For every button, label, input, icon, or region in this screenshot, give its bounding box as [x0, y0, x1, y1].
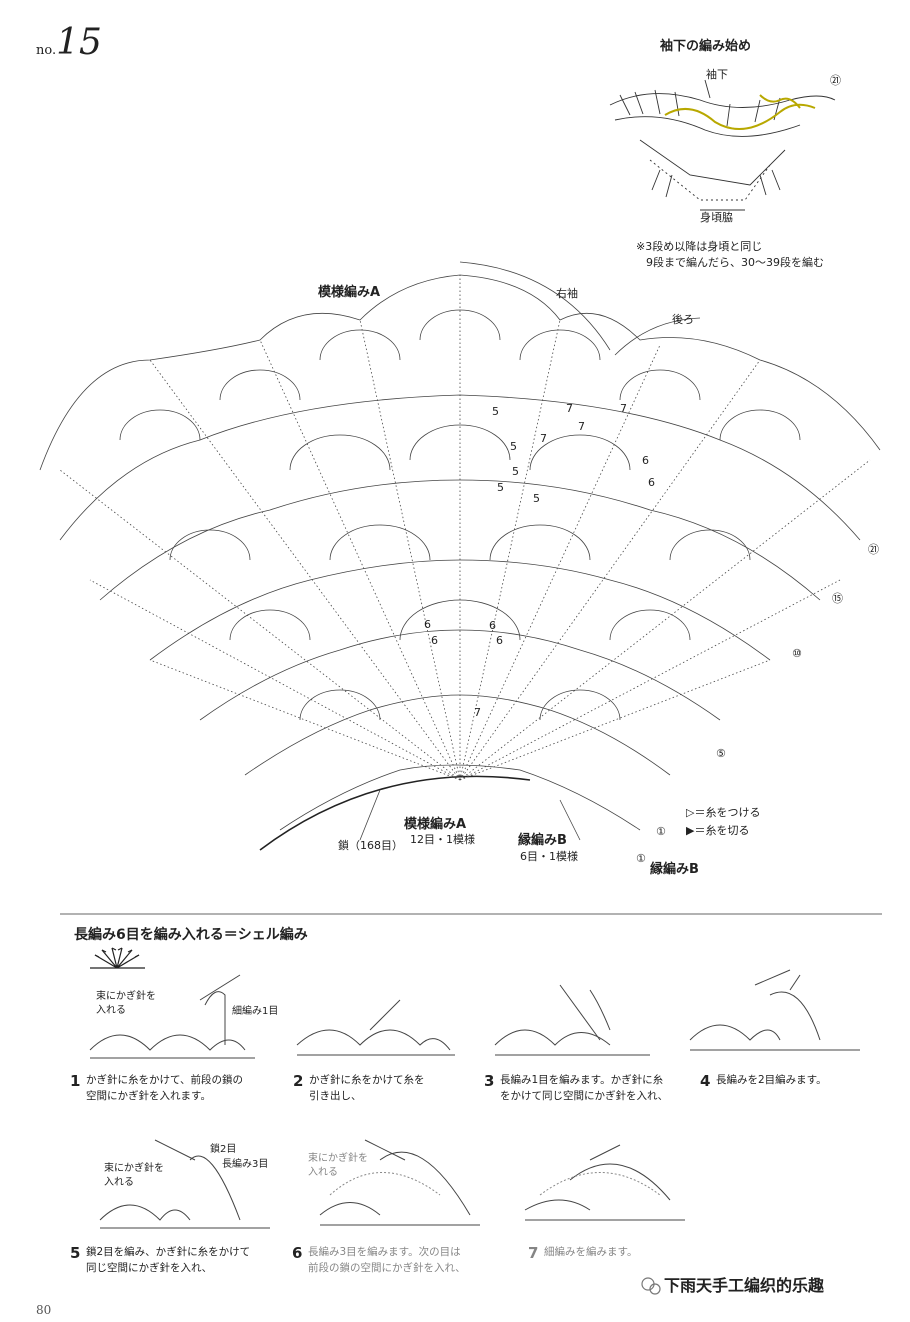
legend-cut-yarn: ▶＝糸を切る [686, 824, 750, 837]
step1-callout2: 細編み1目 [232, 1006, 279, 1017]
inset-note-line1: ※3段め以降は身頃と同じ [636, 240, 763, 253]
step7-text: 細編みを編みます。 [544, 1245, 637, 1261]
label-right-sleeve: 右袖 [556, 287, 578, 300]
main-fan-chart [39, 261, 881, 851]
step2-text: かぎ針に糸をかけて糸を 引き出し、 [309, 1073, 425, 1105]
step1-callout1: 束にかぎ針を 入れる [96, 990, 156, 1017]
step6-callout1: 束にかぎ針を 入れる [308, 1152, 368, 1179]
step1-callout1-line2: 入れる [96, 1004, 126, 1016]
inner-number: 6 [642, 454, 649, 467]
step5-callout3: 長編み3目 [222, 1159, 269, 1170]
inner-number: 5 [492, 405, 499, 418]
step5-callout1-line1: 束にかぎ針を [104, 1163, 164, 1174]
row-marker-1b: ① [636, 852, 646, 865]
step7-text-line1: 細編みを編みます。 [544, 1246, 638, 1258]
step6-text-line1: 長編み3目を編みます。次の目は [308, 1246, 461, 1258]
label-pattern-a-bottom: 模様編みA [404, 817, 467, 832]
step6-text-line2: 前段の鎖の空間にかぎ針を入れ、 [308, 1261, 466, 1274]
inner-number: 7 [474, 706, 481, 719]
step6-callout1-line2: 入れる [308, 1166, 338, 1178]
step-illustrations-faint [329, 1172, 661, 1196]
inner-number: 6 [648, 476, 655, 489]
pattern-number-prefix: no. [36, 43, 57, 58]
inner-number: 5 [510, 440, 517, 453]
step4-number: 4 [700, 1072, 711, 1090]
step6-text: 長編み3目を編みます。次の目は 前段の鎖の空間にかぎ針を入れ、 [308, 1245, 466, 1277]
step5-text: 鎖2目を編み、かぎ針に糸をかけて 同じ空間にかぎ針を入れ、 [86, 1245, 250, 1277]
step2-text-line2: 引き出し、 [309, 1089, 362, 1102]
label-pattern-a-top: 模様編みA [318, 285, 381, 300]
inner-number: 7 [620, 402, 627, 415]
inner-number: 7 [578, 420, 585, 433]
step3-text-line1: 長編み1目を編みます。かぎ針に糸 [500, 1074, 664, 1086]
wechat-icon [641, 1277, 661, 1295]
pattern-number: no.15 [36, 22, 102, 63]
inset-highlight-yarn [664, 94, 816, 130]
step2-number: 2 [293, 1072, 304, 1090]
step5-callout1: 束にかぎ針を 入れる [104, 1162, 164, 1189]
step7-number: 7 [528, 1244, 539, 1262]
step4-text-line1: 長編みを2目編みます。 [716, 1074, 827, 1086]
step5-text-line2: 同じ空間にかぎ針を入れ、 [86, 1261, 213, 1274]
label-chain-count: 鎖（168目） [338, 839, 403, 852]
step5-callout1-line2: 入れる [104, 1176, 134, 1188]
label-back: 後ろ [672, 313, 694, 326]
inner-number: 7 [566, 402, 573, 415]
row-marker-5: ⑤ [716, 747, 726, 760]
step1-number: 1 [70, 1072, 81, 1090]
label-edge-b-count: 6目・1模様 [520, 850, 578, 863]
inner-number: 6 [489, 619, 496, 632]
shell-stitch-symbol [90, 947, 145, 969]
inset-row-mark: ㉑ [830, 74, 841, 87]
inner-number: 5 [512, 465, 519, 478]
row-marker-1a: ① [656, 825, 666, 838]
step1-text-line1: かぎ針に糸をかけて、前段の鎖の [86, 1074, 243, 1086]
inset-label-sodeshita: 袖下 [706, 68, 728, 81]
step5-callout2: 鎖2目 [210, 1144, 237, 1155]
inner-number: 5 [533, 492, 540, 505]
step6-callout1-line1: 束にかぎ針を [308, 1153, 368, 1164]
inset-label-migoro: 身頃脇 [700, 211, 733, 224]
inner-number: 7 [540, 432, 547, 445]
step2-text-line1: かぎ針に糸をかけて糸を [309, 1074, 425, 1086]
inset-sleeve-start-diagram [609, 79, 836, 211]
inner-number: 6 [431, 634, 438, 647]
step3-number: 3 [484, 1072, 495, 1090]
inset-title: 袖下の編み始め [660, 39, 752, 54]
watermark-text: 下雨天手工编织的乐趣 [664, 1276, 825, 1295]
label-edge-b: 縁編みB [518, 833, 567, 848]
label-edge-b-side: 縁編みB [650, 862, 699, 877]
page-number: 80 [36, 1303, 52, 1317]
pattern-number-value: 15 [56, 22, 102, 63]
step-illustrations [89, 969, 860, 1229]
step1-text-line2: 空間にかぎ針を入れます。 [86, 1089, 211, 1102]
step1-text: かぎ針に糸をかけて、前段の鎖の 空間にかぎ針を入れます。 [86, 1073, 243, 1105]
step4-text: 長編みを2目編みます。 [716, 1073, 827, 1089]
inner-number: 6 [424, 618, 431, 631]
legend-attach-yarn: ▷＝糸をつける [686, 806, 761, 819]
inset-note-line2: 9段まで編んだら、30〜39段を編む [646, 256, 824, 269]
label-pattern-a-count: 12目・1模様 [410, 833, 475, 846]
row-marker-21: ㉑ [868, 543, 879, 556]
step1-callout1-line1: 束にかぎ針を [96, 991, 156, 1002]
row-marker-15: ⑮ [832, 592, 843, 605]
inner-number: 5 [497, 481, 504, 494]
step5-number: 5 [70, 1244, 81, 1262]
step5-text-line1: 鎖2目を編み、かぎ針に糸をかけて [86, 1246, 251, 1258]
shell-section-title: 長編み6目を編み入れる＝シェル編み [74, 927, 308, 943]
step3-text: 長編み1目を編みます。かぎ針に糸 をかけて同じ空間にかぎ針を入れ、 [500, 1073, 668, 1105]
inner-number: 6 [496, 634, 503, 647]
step3-text-line2: をかけて同じ空間にかぎ針を入れ、 [500, 1089, 669, 1102]
step6-number: 6 [292, 1244, 303, 1262]
row-marker-10: ⑩ [792, 647, 802, 660]
